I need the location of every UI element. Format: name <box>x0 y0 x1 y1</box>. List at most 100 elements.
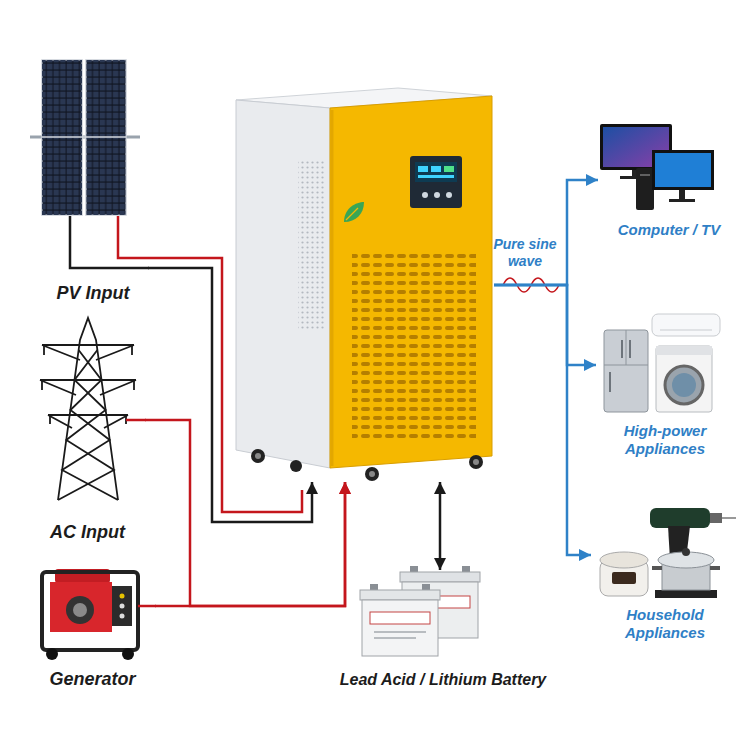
computer-tv-icon <box>600 124 714 210</box>
inverter-cabinet <box>236 88 492 481</box>
computer-tv-icon <box>669 199 695 202</box>
picture-area <box>30 318 145 522</box>
generator <box>46 648 58 660</box>
connector <box>439 482 442 570</box>
computer-tv-icon <box>652 150 714 190</box>
inverter-cabinet <box>255 453 261 459</box>
battery-bank <box>374 631 426 633</box>
household-appliances-icon <box>652 566 662 570</box>
inverter-cabinet <box>352 250 476 442</box>
generator-node: Generator <box>30 562 155 691</box>
household-appliances-icon <box>682 548 690 556</box>
solar-panel <box>42 136 126 138</box>
connector-group <box>145 180 598 606</box>
generator-wire-stub <box>138 606 156 607</box>
computer-tv-icon <box>679 190 685 200</box>
inverter-cabinet <box>469 455 483 469</box>
inverter-cabinet <box>344 202 364 222</box>
high-power-appliances-icon <box>665 366 703 404</box>
power-pylon <box>42 345 134 424</box>
high-power-node: High-power Appliances <box>596 308 734 458</box>
generator <box>112 586 132 626</box>
node-label: Household Appliances <box>591 606 739 642</box>
inverter-cabinet <box>365 467 379 481</box>
connector <box>148 268 312 522</box>
inverter-cabinet <box>410 156 462 208</box>
generator <box>73 603 87 617</box>
household-appliances-icon <box>612 572 636 584</box>
node-label: PV Input <box>57 283 130 305</box>
inverter-cabinet <box>251 449 265 463</box>
connector <box>155 482 345 606</box>
inverter-cabinet <box>290 460 302 472</box>
household-appliances-icon <box>600 552 648 568</box>
high-power-appliances-icon <box>656 346 712 355</box>
picture-area <box>598 118 740 221</box>
battery-bank <box>360 566 480 656</box>
pv-wire-stub <box>70 216 149 268</box>
connector <box>494 285 591 555</box>
generator <box>120 594 125 599</box>
connector <box>494 180 598 285</box>
high-power-appliances-icon <box>626 330 627 365</box>
computer-tv-icon <box>655 153 711 187</box>
inverter-cabinet <box>298 160 324 330</box>
power-pylon <box>40 345 136 428</box>
picture-area <box>318 570 568 670</box>
computer-tv-icon <box>640 174 650 176</box>
generator <box>120 604 125 609</box>
generator <box>42 572 138 650</box>
power-pylon <box>40 345 136 415</box>
picture-area <box>38 55 148 283</box>
battery-bank <box>362 600 438 656</box>
connector <box>494 285 596 365</box>
picture-area <box>232 86 494 482</box>
inverter-cabinet <box>331 110 334 466</box>
high-power-appliances-icon <box>629 340 631 358</box>
inverter-cabinet <box>444 166 454 172</box>
power-pylon <box>40 318 136 500</box>
node-label: High-power Appliances <box>596 422 734 458</box>
inverter-cabinet <box>418 175 454 178</box>
battery-node: Lead Acid / Lithium Battery <box>318 570 568 689</box>
inverter-node <box>232 86 494 482</box>
generator-wire-stub <box>138 605 156 608</box>
node-label: Generator <box>49 669 135 691</box>
battery-bank <box>370 612 430 624</box>
household-appliances-icon <box>650 508 710 528</box>
generator <box>66 596 94 624</box>
household-appliances-icon <box>710 566 720 570</box>
household-node: Household Appliances <box>591 500 739 642</box>
generator <box>42 569 138 660</box>
high-power-appliances-icon <box>656 346 712 412</box>
edge-label: Pure sine wave <box>488 236 562 270</box>
picture-area <box>596 308 734 422</box>
household-appliances-icon <box>722 517 736 519</box>
inverter-cabinet <box>422 192 428 198</box>
ac-wire-stub <box>126 419 146 422</box>
high-power-appliances-icon <box>604 365 648 366</box>
battery-bank <box>400 572 480 582</box>
connector <box>145 420 345 606</box>
high-power-appliances-icon <box>604 314 720 412</box>
high-power-appliances-icon <box>621 340 623 358</box>
inverter-cabinet <box>346 208 358 220</box>
generator <box>122 648 134 660</box>
picture-area <box>30 562 155 669</box>
computer-tv-icon <box>636 168 654 210</box>
inverter-cabinet <box>369 471 375 477</box>
pv-input-node: PV Input <box>38 55 148 305</box>
high-power-appliances-icon <box>652 314 720 336</box>
ac-wire-stub <box>126 420 146 421</box>
inverter-cabinet <box>431 166 441 172</box>
solar-panel <box>30 60 140 215</box>
inverter-cabinet <box>434 192 440 198</box>
high-power-appliances-icon <box>609 372 611 392</box>
household-appliances-icon <box>710 513 722 523</box>
inverter-cabinet <box>446 192 452 198</box>
node-label: Computer / TV <box>618 221 721 239</box>
generator <box>120 614 125 619</box>
household-appliances-icon <box>655 590 717 598</box>
inverter-cabinet <box>236 100 330 468</box>
